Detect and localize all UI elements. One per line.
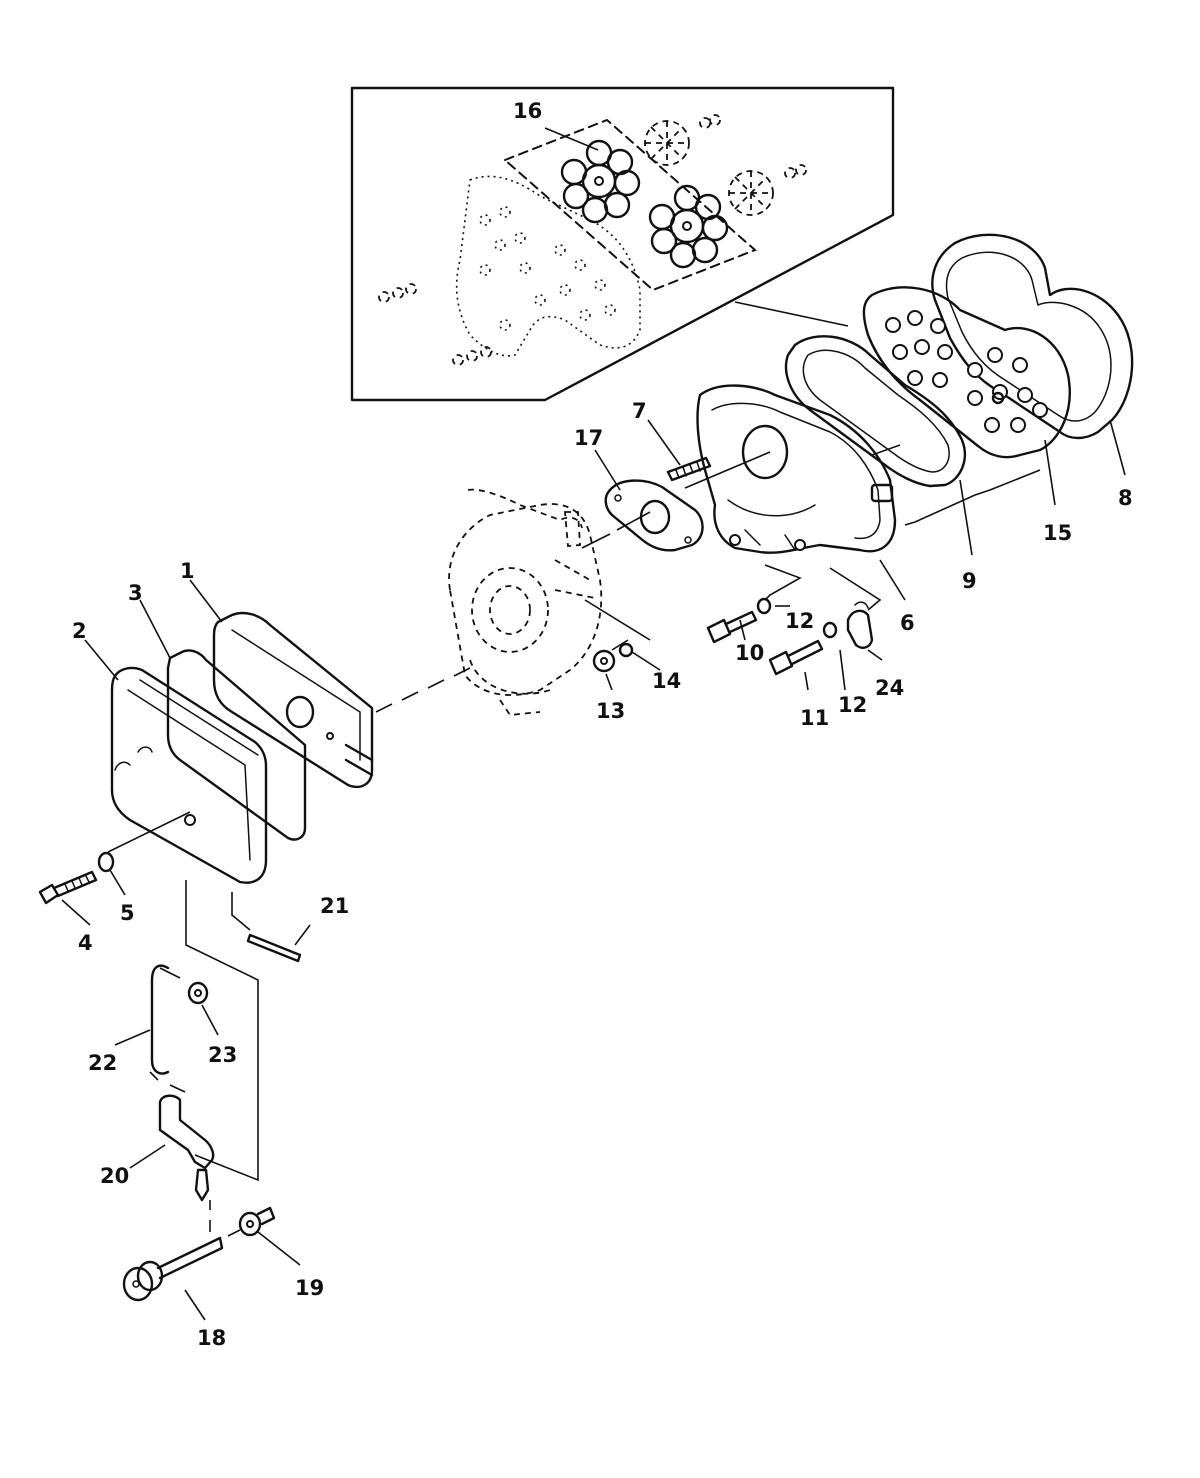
- reed-plate-15: [862, 286, 1071, 459]
- reed-stop-1: [644, 120, 690, 166]
- callout-14: 14: [652, 669, 681, 693]
- nut-19: [238, 1206, 276, 1237]
- callout-labels: 1 2 3 4 5 6 7 8 9 10 11 12 12 13 14 15 1…: [72, 99, 1133, 1350]
- carburetor-reference: [448, 488, 603, 716]
- callout-21: 21: [320, 894, 349, 918]
- callout-18: 18: [197, 1326, 226, 1350]
- screw-11: [768, 639, 824, 676]
- callout-23: 23: [208, 1043, 237, 1067]
- callout-19: 19: [295, 1276, 324, 1300]
- inset-detail: [350, 86, 895, 402]
- choke-lever-20: [158, 1094, 215, 1202]
- gasket-8: [931, 233, 1134, 440]
- washer-12a: [756, 597, 772, 615]
- clip-23: [187, 981, 209, 1005]
- reed-plate-holes: [885, 310, 1048, 433]
- reed-block-ghost: [455, 175, 641, 357]
- gasket-3: [166, 649, 307, 841]
- callout-22: 22: [88, 1051, 117, 1075]
- callout-7: 7: [632, 399, 647, 423]
- screw-10: [706, 610, 758, 644]
- silencer-cover-2: [110, 666, 268, 884]
- callout-16: 16: [513, 99, 542, 123]
- callout-4: 4: [78, 931, 93, 955]
- callout-3: 3: [128, 581, 143, 605]
- callout-1: 1: [180, 559, 195, 583]
- callout-5: 5: [120, 901, 135, 925]
- callout-13: 13: [596, 699, 625, 723]
- callout-12a: 12: [785, 609, 814, 633]
- choke-knob-18: [122, 1236, 224, 1302]
- nut-13: [592, 649, 616, 673]
- gasket-17: [604, 479, 704, 552]
- callout-10: 10: [735, 641, 764, 665]
- callout-9: 9: [962, 569, 977, 593]
- inset-pointer-line: [734, 301, 849, 327]
- silencer-base-1: [212, 611, 374, 789]
- callout-17: 17: [574, 426, 603, 450]
- washer-14: [618, 642, 634, 658]
- link-rod-22: [150, 964, 170, 1075]
- callout-6: 6: [900, 611, 915, 635]
- callout-15: 15: [1043, 521, 1072, 545]
- gasket-9: [784, 335, 967, 488]
- pin-21: [246, 933, 302, 963]
- reed-petal-1: [560, 139, 641, 224]
- washer-12b: [822, 621, 838, 639]
- carburetor-adapter-6: [696, 384, 897, 554]
- washer-5: [97, 851, 115, 873]
- inset-reed-group-outline: [503, 118, 757, 292]
- callout-11: 11: [800, 706, 829, 730]
- stud-7: [666, 456, 712, 482]
- leader-lines: [61, 127, 1126, 1321]
- assembly-lines: [107, 444, 1041, 1237]
- callout-24: 24: [875, 676, 904, 700]
- clamp-24: [846, 601, 874, 649]
- callout-2: 2: [72, 619, 87, 643]
- reed-petal-2: [648, 184, 729, 269]
- inset-screws: [378, 114, 807, 366]
- inset-frame: [350, 86, 895, 402]
- screw-4: [38, 870, 98, 905]
- callout-8: 8: [1118, 486, 1133, 510]
- callout-20: 20: [100, 1164, 129, 1188]
- callout-12b: 12: [838, 693, 867, 717]
- reed-stop-2: [728, 170, 774, 216]
